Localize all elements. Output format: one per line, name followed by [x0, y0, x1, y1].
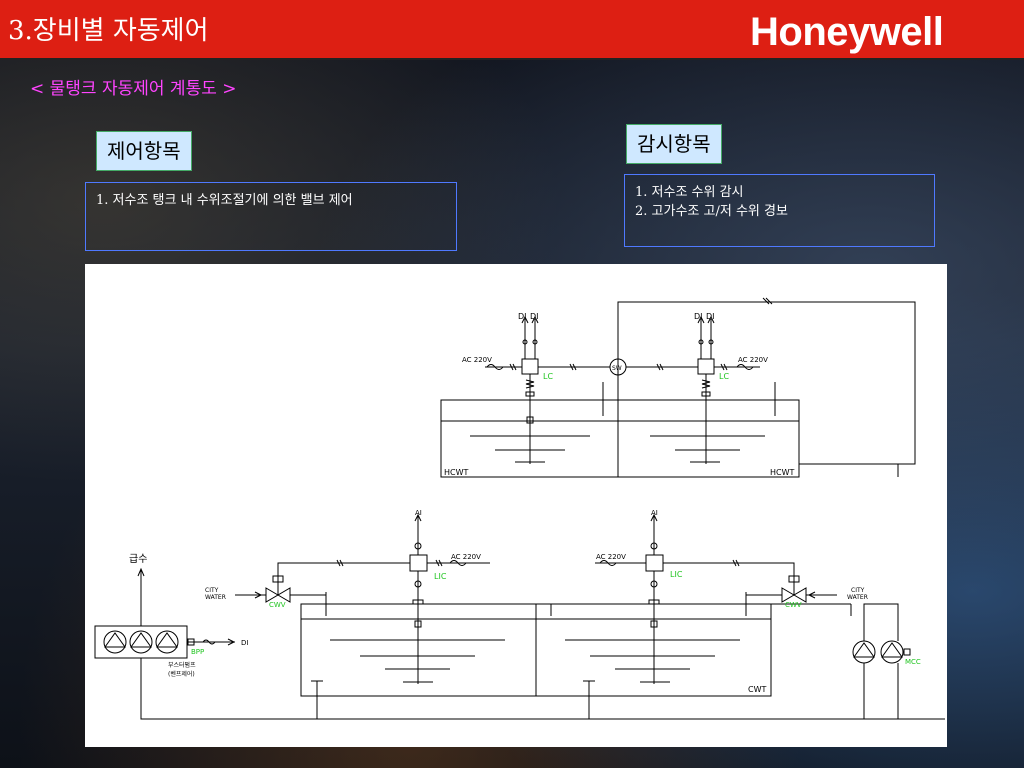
lc-label: LC: [543, 372, 553, 381]
lc-box: [697, 358, 715, 375]
arrow-icon: [697, 315, 715, 324]
city-water-label: WATER: [205, 594, 226, 601]
honeywell-logo: Honeywell: [750, 10, 944, 54]
diagram-subtitle: < 물탱크 자동제어 계통도 >: [30, 79, 237, 99]
arrow-icon: [227, 638, 236, 646]
valve-icon: [781, 587, 807, 603]
page-title: 3.장비별 자동제어: [8, 16, 209, 46]
pump-icon: [155, 630, 179, 654]
hcwt-label-right: HCWT: [770, 468, 795, 477]
level-controller-left: [485, 315, 610, 397]
lc-label: LC: [719, 372, 729, 381]
cwt-label: CWT: [748, 685, 766, 694]
booster-pump-set: [94, 567, 945, 720]
lic-label: LIC: [434, 572, 447, 581]
booster-pump-label: 부스터펌프: [168, 661, 196, 669]
control-items-box: 1. 저수조 탱크 내 수위조절기에 의한 밸브 제어: [85, 182, 457, 251]
monitor-items-heading: 감시항목: [626, 124, 722, 164]
cwv-label: CWV: [269, 601, 286, 609]
pump-icon: [129, 630, 153, 654]
arrow-icon: [807, 591, 816, 599]
sw-label: SW: [612, 365, 622, 372]
ac-label: AC 220V: [462, 356, 492, 364]
pump-icon: [103, 630, 127, 654]
header-bar: 3.장비별 자동제어 Honeywell: [0, 0, 1024, 60]
high-tank-group: [440, 297, 916, 478]
ai-label: AI: [651, 509, 658, 517]
ac-label: AC 220V: [451, 553, 481, 561]
monitor-item: 1. 저수조 수위 감시: [635, 185, 744, 200]
control-item: 1. 저수조 탱크 내 수위조절기에 의한 밸브 제어: [96, 193, 353, 208]
cwv-label: CWV: [785, 601, 802, 609]
di-label: DI: [706, 312, 715, 321]
ac-wave-icon: [599, 560, 617, 566]
bpp-label: BPP: [191, 648, 204, 656]
arrow-icon: [137, 567, 145, 577]
pump-icon: [852, 640, 876, 664]
lic-box: [645, 554, 664, 572]
cistern-tank-group: [300, 592, 852, 719]
di-label: DI: [241, 639, 248, 647]
pump-icon: [880, 640, 904, 664]
di-label: DI: [530, 312, 539, 321]
coil-icon: [525, 379, 535, 389]
ai-label: AI: [415, 509, 422, 517]
coil-icon: [701, 379, 711, 389]
valve-icon: [265, 587, 291, 603]
monitor-item: 2. 고가수조 고/저 수위 경보: [635, 204, 788, 219]
mcc-label: MCC: [905, 658, 921, 666]
ac-wave-icon: [736, 364, 754, 370]
city-water-label: CITY: [851, 587, 865, 594]
water-tank-control-diagram: HCWT HCWT DI DI AC 220V LC SW DI DI AC: [85, 264, 947, 747]
lc-box: [521, 358, 539, 375]
cwv-valve-right: [745, 575, 837, 604]
lic-box: [409, 554, 428, 572]
transfer-pump-set: [852, 603, 911, 719]
arrow-icon: [254, 591, 263, 599]
ac-wave-icon: [449, 560, 467, 566]
di-label: DI: [518, 312, 527, 321]
high-tank: [440, 399, 800, 478]
di-label: DI: [694, 312, 703, 321]
level-controller-right: [697, 315, 760, 397]
ac-label: AC 220V: [738, 356, 768, 364]
control-items-heading: 제어항목: [96, 131, 192, 171]
monitor-items-box: 1. 저수조 수위 감시 2. 고가수조 고/저 수위 경보: [624, 174, 935, 247]
arrow-icon: [521, 315, 539, 324]
city-water-label: WATER: [847, 594, 868, 601]
supply-label: 급수: [129, 553, 147, 565]
arrow-icon: [414, 513, 422, 522]
booster-pump-label: (벤프제어): [168, 670, 195, 678]
lic-label: LIC: [670, 570, 683, 579]
cwv-valve-left: [235, 575, 327, 604]
arrow-icon: [650, 513, 658, 522]
hcwt-label-left: HCWT: [444, 468, 469, 477]
ac-label: AC 220V: [596, 553, 626, 561]
ac-wave-icon: [486, 364, 504, 370]
city-water-label: CITY: [205, 587, 219, 594]
